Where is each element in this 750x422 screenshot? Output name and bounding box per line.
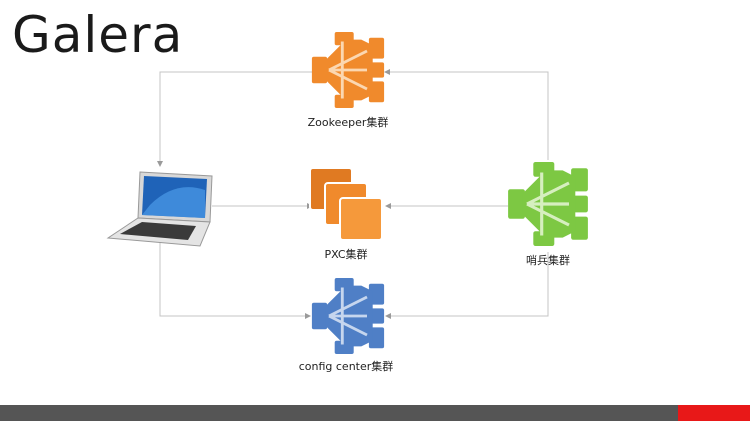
connectors [159,69,549,319]
config-center-label: config center集群 [299,359,394,373]
connector-sentinel-config [385,252,549,319]
sentinel-label: 哨兵集群 [526,253,570,267]
zookeeper-cluster-node: Zookeeper集群 [308,31,389,129]
network-hub-icon [311,31,385,108]
connector-client-config [159,240,311,319]
zookeeper-label: Zookeeper集群 [308,115,389,129]
footer-bar [0,405,678,421]
pxc-cluster-node: PXC集群 [309,167,383,261]
stacked-squares-icon [309,167,383,241]
connector-client-zookeeper [159,71,315,162]
pxc-label: PXC集群 [324,247,367,261]
page-title: Galera [12,6,184,64]
connector-sentinel-zookeeper [384,69,549,160]
config-center-cluster-node: config center集群 [299,278,394,373]
network-hub-icon [311,278,385,354]
sentinel-cluster-node: 哨兵集群 [508,162,588,267]
laptop-icon [106,171,213,247]
footer-accent [678,405,750,421]
network-hub-icon [508,162,588,246]
